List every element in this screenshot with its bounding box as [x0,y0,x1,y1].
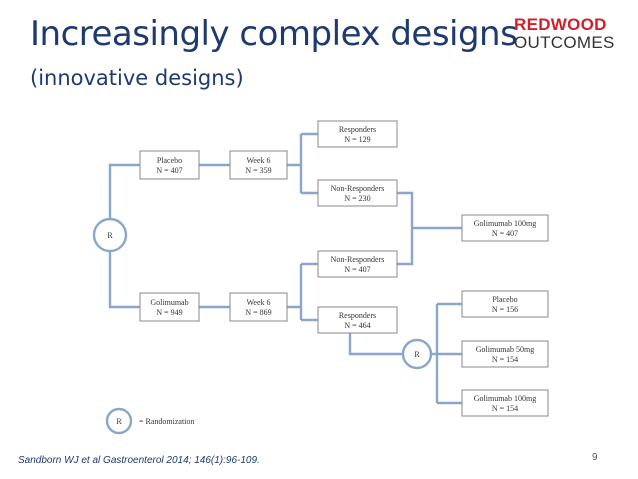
svg-text:Non-Responders: Non-Responders [331,184,385,193]
redwood-outcomes-logo: REDWOOD OUTCOMES [514,16,626,52]
connector-r-bottom [108,252,140,309]
svg-text:N = 129: N = 129 [344,135,370,144]
svg-text:N = 156: N = 156 [492,305,518,314]
svg-text:Golimumab 100mg: Golimumab 100mg [474,219,536,228]
svg-text:N = 230: N = 230 [344,194,370,203]
connector-week6-top-split [287,132,318,195]
randomization-node-main-label: R [107,231,113,240]
box-week6-top: Week 6 N = 359 [229,150,288,180]
box-week6-bottom: Week 6 N = 869 [229,292,288,322]
svg-text:Golimumab: Golimumab [150,298,188,307]
randomization-node-responders-label: R [414,350,420,359]
svg-text:N = 407: N = 407 [344,265,370,274]
box-nonresponders-top: Non-Responders N = 230 [317,179,398,207]
box-nonresponders-bottom: Non-Responders N = 407 [317,250,398,278]
page-number: 9 [592,452,598,463]
svg-text:N = 359: N = 359 [245,166,271,175]
connector-responders-to-r2 [348,333,403,356]
svg-text:N = 154: N = 154 [492,404,518,413]
box-golimumab-100mg-randomized: Golimumab 100mg N = 154 [461,389,549,417]
diagram-connectors [108,132,462,405]
connector-week6-bottom-split [287,262,318,322]
svg-text:Non-Responders: Non-Responders [331,255,385,264]
randomization-legend: R = Randomization [105,407,194,435]
svg-text:Responders: Responders [339,125,376,134]
logo-line1: REDWOOD [514,15,607,34]
svg-text:Responders: Responders [339,311,376,320]
slide-title: Increasingly complex designs [30,14,518,54]
svg-text:Week 6: Week 6 [246,298,270,307]
connector-r-top [108,163,140,218]
randomization-node-responders: R [401,338,433,370]
svg-text:Placebo: Placebo [492,295,517,304]
box-responders-bottom: Responders N = 464 [317,306,398,334]
slide-subtitle: (innovative designs) [30,66,244,90]
svg-text:Placebo: Placebo [157,156,182,165]
svg-text:Golimumab 50mg: Golimumab 50mg [476,345,534,354]
box-golimumab-50mg: Golimumab 50mg N = 154 [461,340,549,368]
box-responders-top: Responders N = 129 [317,120,398,148]
svg-text:N = 407: N = 407 [492,229,518,238]
connector-r2-split [431,302,462,405]
randomization-node-main: R [92,217,128,253]
svg-text:N = 464: N = 464 [344,321,370,330]
svg-text:N = 869: N = 869 [245,308,271,317]
svg-text:N = 949: N = 949 [156,308,182,317]
svg-text:Golimumab 100mg: Golimumab 100mg [474,394,536,403]
svg-text:N = 154: N = 154 [492,355,518,364]
svg-text:N = 407: N = 407 [156,166,182,175]
citation: Sandborn WJ et al Gastroenterol 2014; 14… [18,455,260,466]
svg-text:Week 6: Week 6 [246,156,270,165]
box-placebo-randomized: Placebo N = 156 [461,290,549,318]
logo-line2: OUTCOMES [514,33,615,52]
box-golimumab-100mg-nonresponders: Golimumab 100mg N = 407 [461,214,549,242]
legend-label: = Randomization [139,417,194,426]
box-golimumab: Golimumab N = 949 [139,292,200,322]
box-placebo: Placebo N = 407 [139,150,200,180]
connector-nonresponders-merge [397,191,462,266]
legend-symbol: R [116,417,122,426]
